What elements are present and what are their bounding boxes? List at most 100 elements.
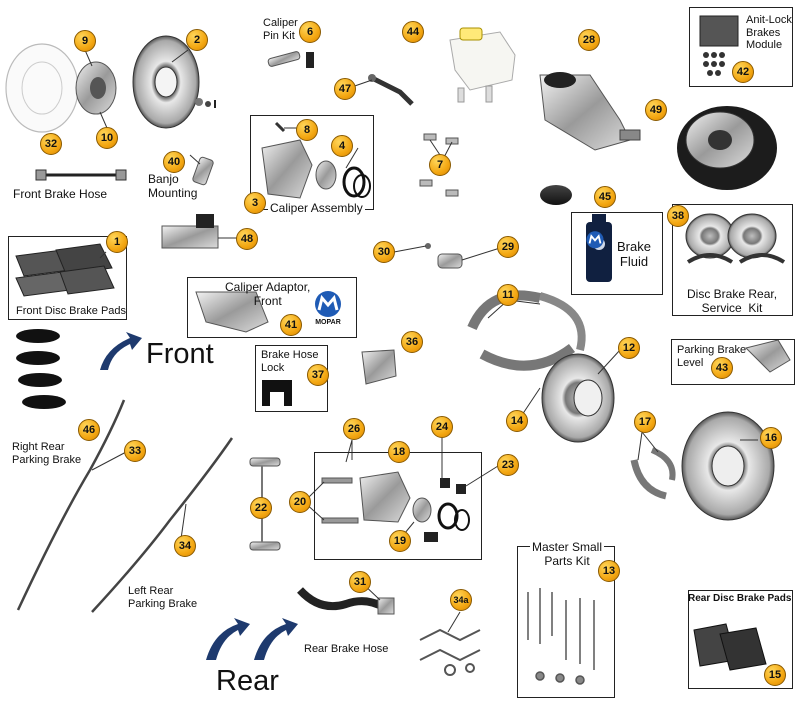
rear-disc-kit-box — [672, 204, 793, 316]
caliper-adaptor-part — [195, 291, 269, 333]
caliper-assembly-label: Caliper Assembly — [268, 201, 365, 216]
badge-11: 11 — [497, 284, 519, 306]
front-arrow-icon — [100, 332, 142, 370]
badge-43: 43 — [711, 357, 733, 379]
badge-9: 9 — [74, 30, 96, 52]
badge-48: 48 — [236, 228, 258, 250]
caliper-covers-part — [16, 329, 66, 409]
rear-disc-pads-box — [688, 590, 793, 689]
badge-8: 8 — [296, 119, 318, 141]
caliper-part — [261, 121, 371, 199]
drum-backing-plate-part — [677, 106, 777, 190]
front-brake-hose-part — [35, 169, 127, 181]
badge-15: 15 — [764, 664, 786, 686]
mopar-logo-text: MOPAR — [315, 319, 341, 326]
right-rear-parking-brake-label: Right Rear Parking Brake — [12, 441, 82, 466]
rear-disc-kit-part — [685, 213, 786, 264]
rear-arrows-icon — [206, 618, 298, 660]
badge-26: 26 — [343, 418, 365, 440]
badge-44: 44 — [402, 21, 424, 43]
badge-34: 34 — [174, 535, 196, 557]
left-rear-parking-brake-cable-part — [91, 437, 234, 613]
brake-sensor-part — [368, 74, 414, 106]
rear-brake-hose-label: Rear Brake Hose — [304, 643, 389, 655]
wheel-cylinder-part — [425, 243, 463, 269]
badge-4: 4 — [331, 135, 353, 157]
abs-module-label: Anit-Lock Brakes Module — [746, 14, 792, 52]
badge-13: 13 — [598, 560, 620, 582]
badge-22: 22 — [250, 497, 272, 519]
brake-hose-lock-part — [262, 380, 292, 406]
badge-2: 2 — [186, 29, 208, 51]
badge-47: 47 — [334, 78, 356, 100]
parking-brake-level-box — [671, 339, 795, 385]
badge-37: 37 — [307, 364, 329, 386]
badge-42: 42 — [732, 61, 754, 83]
banjo-mounting-label: Banjo Mounting — [148, 172, 198, 200]
mopar-logo-fluid-icon — [586, 231, 604, 249]
badge-32: 32 — [40, 133, 62, 155]
badge-16: 16 — [760, 427, 782, 449]
badge-24: 24 — [431, 416, 453, 438]
rear-disc-brake-pads-label: Rear Disc Brake Pads — [688, 593, 792, 604]
hardware-kit-34a-part — [419, 628, 481, 676]
hub-bearing-part — [75, 61, 117, 115]
brake-shoes-part — [467, 290, 586, 371]
badge-10-visible: 10 — [96, 127, 118, 149]
caliper-pin-kit-label: Caliper Pin Kit — [263, 17, 298, 42]
badge-41: 41 — [280, 314, 302, 336]
front-direction-label: Front — [146, 338, 214, 370]
badge-40: 40 — [163, 151, 185, 173]
right-rear-parking-brake-cable-part — [16, 399, 126, 611]
front-disc-pads-box — [8, 236, 127, 320]
badge-12: 12 — [618, 337, 640, 359]
caliper-pins-part — [249, 457, 281, 551]
backing-plate-part — [5, 43, 79, 133]
badge-36: 36 — [401, 331, 423, 353]
rear-caliper-kit-part — [321, 471, 470, 542]
small-parts-kit-part — [527, 588, 595, 685]
brake-drum-part — [541, 353, 615, 443]
disc-brake-rear-kit-label: Disc Brake Rear, Service Kit — [687, 287, 778, 315]
brake-fluid-label: Brake Fluid — [617, 239, 651, 269]
master-small-parts-kit-label: Master Small Parts Kit — [530, 540, 605, 569]
proportioning-valve-part — [161, 214, 219, 249]
badge-19: 19 — [389, 530, 411, 552]
master-cylinder-part — [539, 72, 641, 151]
brake-fluid-box — [571, 212, 663, 295]
badge-14: 14 — [506, 410, 528, 432]
badge-17: 17 — [634, 411, 656, 433]
badge-34a: 34a — [450, 589, 472, 611]
brake-hose-lock-label: Brake Hose Lock — [261, 349, 319, 374]
badge-3: 3 — [244, 192, 266, 214]
rear-rotor-part — [681, 411, 775, 521]
badge-30: 30 — [373, 241, 395, 263]
badge-33: 33 — [124, 440, 146, 462]
front-rotor-part — [132, 35, 216, 129]
left-rear-parking-brake-label: Left Rear Parking Brake — [128, 585, 198, 610]
badge-29: 29 — [497, 236, 519, 258]
rear-pads-part — [693, 623, 767, 671]
parking-brake-level-label: Parking Brake Level — [677, 344, 747, 369]
abs-module-part — [699, 15, 739, 76]
badge-18: 18 — [388, 441, 410, 463]
banjo-bolt-part — [192, 156, 214, 186]
caliper-adaptor-box — [187, 277, 357, 338]
front-brake-hose-label: Front Brake Hose — [13, 187, 108, 201]
badge-31: 31 — [349, 571, 371, 593]
caliper-pin-kit-part — [267, 51, 314, 68]
badge-7: 7 — [429, 154, 451, 176]
parking-brake-shoes-part — [630, 447, 676, 500]
badge-1: 1 — [106, 231, 128, 253]
rubber-boot-part — [540, 185, 572, 205]
badge-23: 23 — [497, 454, 519, 476]
badge-38: 38 — [667, 205, 689, 227]
front-pads-part — [15, 243, 115, 297]
badge-49: 49 — [645, 99, 667, 121]
fluid-reservoir-part — [449, 27, 516, 103]
parking-brake-lever-part — [745, 339, 791, 373]
badge-46: 46 — [78, 419, 100, 441]
rear-direction-label: Rear — [216, 665, 279, 697]
rear-brake-hose-part — [297, 587, 395, 615]
badge-28: 28 — [578, 29, 600, 51]
